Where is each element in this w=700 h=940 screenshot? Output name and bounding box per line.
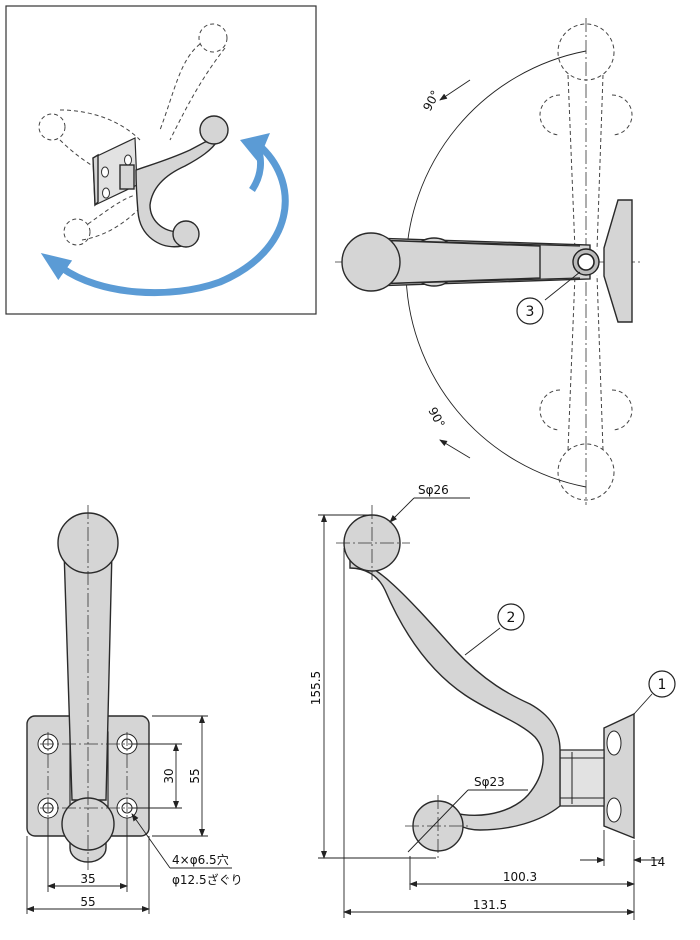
dim-plate-width: 55 <box>80 895 95 909</box>
ghost-arm-up <box>539 23 633 251</box>
front-view: 30 55 35 55 4×φ6.5穴 φ12.5ざぐり <box>26 505 243 914</box>
pivot-pin <box>577 253 595 271</box>
dim-sphere-bottom: Sφ23 <box>474 775 505 789</box>
ghost-arm-down <box>539 274 633 501</box>
callout-3-circle <box>516 297 544 325</box>
side-view: Sφ26 Sφ23 155.5 14 100.3 131.5 1 2 <box>309 483 676 920</box>
callout-2-circle <box>497 603 525 631</box>
isometric-view <box>5 5 317 315</box>
callout-3-label: 3 <box>526 304 535 320</box>
callout-1-circle <box>648 670 676 698</box>
top-view-plate <box>603 199 633 323</box>
rotation-arrow-upper-head <box>240 133 270 162</box>
ghost-hook-upper <box>38 23 228 141</box>
dim-plate-thickness: 14 <box>650 855 665 869</box>
side-plate <box>603 712 635 840</box>
callout-1-label: 1 <box>658 677 667 693</box>
dim-hole-pitch-v: 30 <box>162 768 176 783</box>
rotation-arrow-lower <box>40 145 289 297</box>
side-hole-lower <box>606 797 622 823</box>
side-hook-body <box>349 559 561 831</box>
dim-sphere-top: Sφ26 <box>418 483 449 497</box>
front-arm <box>63 549 113 801</box>
callout-2-leader <box>464 627 501 656</box>
dim-reach-hook: 100.3 <box>503 870 537 884</box>
top-view: 90° 90° 3 <box>335 18 640 505</box>
dim-height: 155.5 <box>309 671 323 705</box>
hole-note-1: 4×φ6.5穴 <box>172 852 229 867</box>
callout-3-leader <box>544 271 581 301</box>
dim-hole-pitch-h: 35 <box>80 872 95 886</box>
callout-2-label: 2 <box>507 610 516 626</box>
hole-note-2: φ12.5ざぐり <box>172 872 243 887</box>
iso-bottom-sphere <box>172 220 200 248</box>
iso-hook-body <box>135 139 220 248</box>
angle-label-lower: 90° <box>425 405 447 430</box>
iso-top-sphere <box>199 115 229 145</box>
callout-1-leader <box>633 693 653 715</box>
dim-reach-total: 131.5 <box>473 898 507 912</box>
top-view-large-sphere <box>341 232 401 292</box>
side-hole-upper <box>606 730 622 756</box>
iso-base-plate <box>92 137 138 207</box>
angle-label-upper: 90° <box>420 88 442 113</box>
dim-plate-height: 55 <box>188 768 202 783</box>
